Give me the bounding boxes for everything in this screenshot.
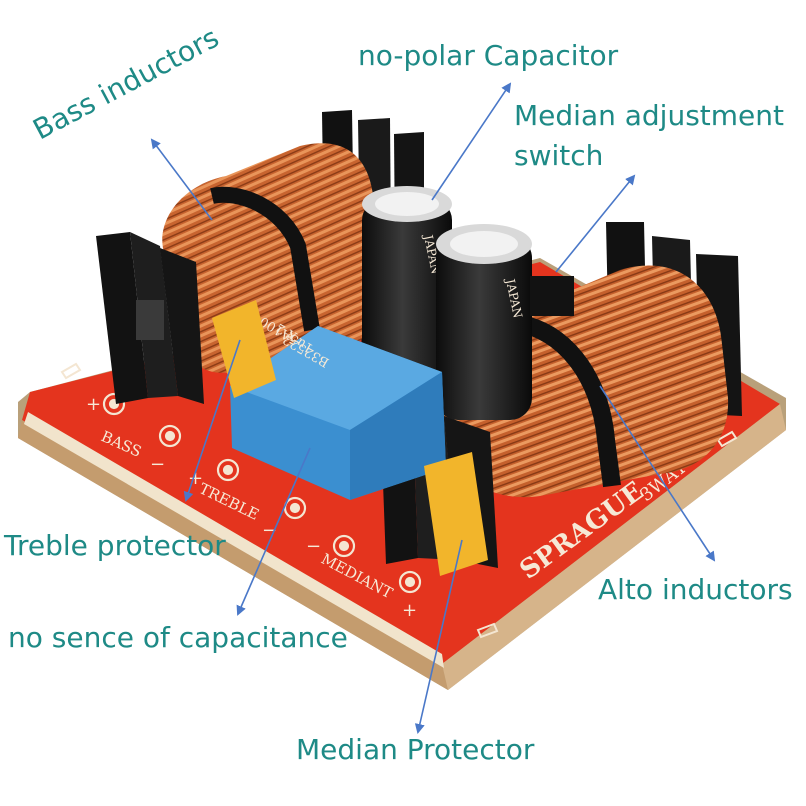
pcb-plus-mediant: +	[402, 600, 417, 621]
solder-pads	[102, 392, 422, 594]
label-median-protector: Median Protector	[296, 733, 535, 766]
pcb-plus-bass: +	[86, 394, 101, 415]
label-treble-protector: Treble protector	[4, 529, 226, 562]
pcb-minus-treble: −	[262, 520, 277, 541]
median-protector-part	[424, 452, 488, 576]
median-adjustment-switch	[530, 276, 574, 316]
label-median-switch-line1: Median adjustment	[514, 99, 784, 132]
electrolytic-capacitor-2: JAPAN	[436, 224, 532, 420]
film-capacitor: B32522 1u5A100 X 2	[230, 313, 446, 500]
pcb-minus-mediant: −	[306, 536, 321, 557]
screw-icon	[60, 362, 738, 639]
label-alto-inductors: Alto inductors	[598, 573, 793, 606]
bass-inductor	[96, 110, 424, 404]
label-median-switch-line2: switch	[514, 139, 604, 172]
label-no-sence-of-capacitance: no sence of capacitance	[8, 621, 348, 654]
pcb-minus-bass: −	[150, 454, 165, 475]
label-no-polar-capacitor: no-polar Capacitor	[358, 39, 619, 72]
annotation-arrows	[150, 82, 716, 734]
